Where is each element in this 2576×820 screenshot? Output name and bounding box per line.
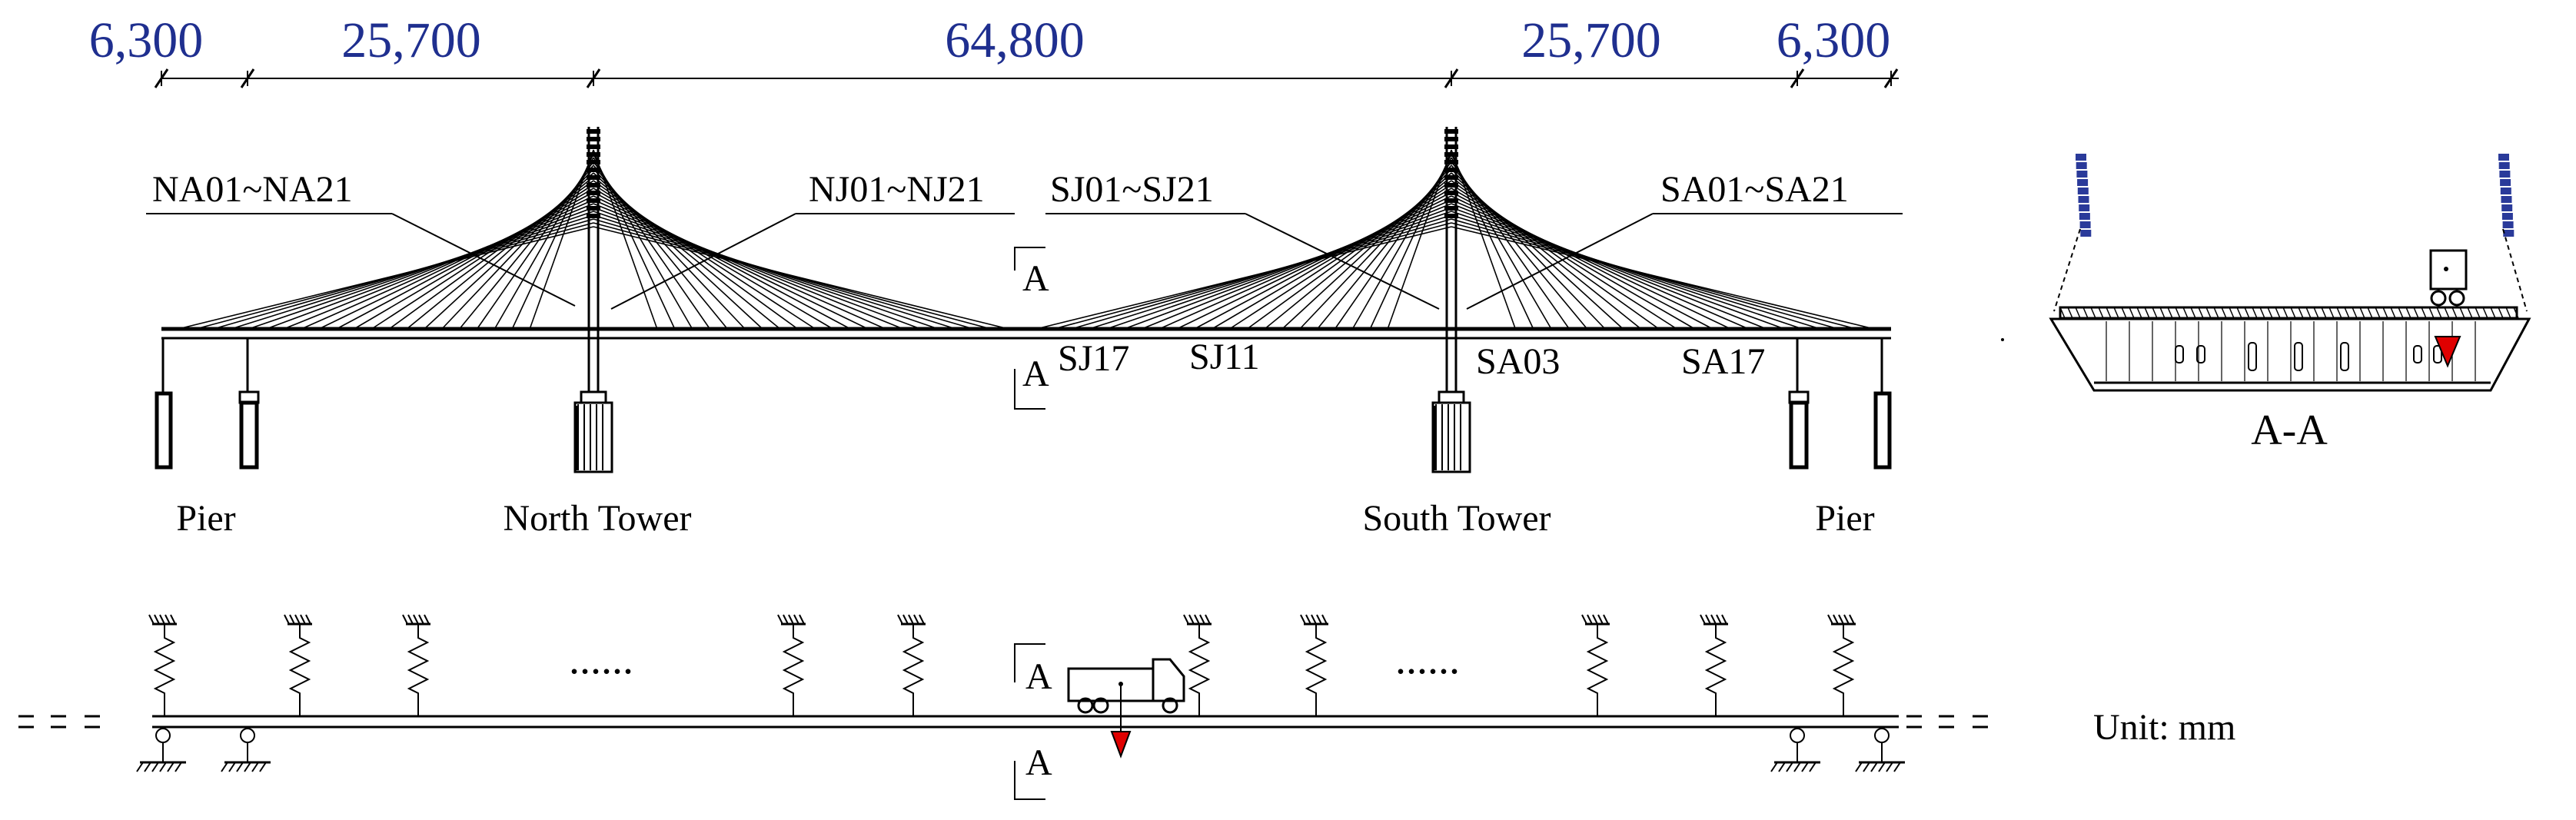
spring-1 <box>148 614 177 716</box>
label-sj17: SJ17 <box>1058 338 1129 379</box>
spring-5 <box>897 614 926 716</box>
unit-note: Unit: mm <box>2093 707 2235 748</box>
section-vehicle <box>2429 249 2468 290</box>
dim-span-1: 6,300 <box>89 12 204 68</box>
spring-9 <box>1700 614 1728 716</box>
label-south-tower: South Tower <box>1362 498 1551 539</box>
dimension-line <box>154 68 1899 88</box>
spring-2 <box>284 614 312 716</box>
south-tower <box>1431 127 1471 473</box>
label-na-cables: NA01~NA21 <box>152 169 353 210</box>
model-supports <box>136 728 1905 772</box>
north-tower <box>573 127 613 473</box>
model-beam <box>18 715 1988 729</box>
section-mark-top-lower <box>1014 369 1045 410</box>
support-4 <box>1855 728 1905 772</box>
label-leaders <box>146 213 1903 310</box>
support-3 <box>1770 728 1820 772</box>
model-load-marker <box>1110 731 1132 759</box>
ellipsis-right: ...... <box>1395 636 1460 683</box>
deck <box>161 327 1891 340</box>
label-pier-left: Pier <box>176 498 235 539</box>
section-letter-bottom-upper: A <box>1025 656 1052 697</box>
section-letter-top-lower: A <box>1022 354 1049 394</box>
dim-span-2: 25,700 <box>341 12 481 68</box>
spring-4 <box>777 614 806 716</box>
dim-span-5: 6,300 <box>1777 12 1891 68</box>
model-vehicle <box>1067 658 1185 759</box>
section-mark-bottom-upper <box>1014 643 1045 682</box>
section-letter-top-upper: A <box>1022 258 1049 299</box>
cross-section <box>2001 154 2531 392</box>
section-mark-top-upper <box>1014 247 1045 271</box>
piers-right <box>1788 338 1892 470</box>
section-mark-bottom-lower <box>1014 761 1045 800</box>
label-pier-right: Pier <box>1815 498 1874 539</box>
label-nj-cables: NJ01~NJ21 <box>809 169 985 210</box>
section-letter-bottom-lower: A <box>1025 742 1052 783</box>
support-1 <box>136 728 186 772</box>
label-north-tower: North Tower <box>503 498 691 539</box>
label-sa17: SA17 <box>1681 341 1765 382</box>
label-sj11: SJ11 <box>1189 337 1260 377</box>
label-sa-cables: SA01~SA21 <box>1660 169 1849 210</box>
spring-8 <box>1581 614 1610 716</box>
model-springs <box>148 614 1856 716</box>
label-sj-cables: SJ01~SJ21 <box>1050 169 1214 210</box>
support-2 <box>221 728 271 772</box>
label-sa03: SA03 <box>1476 341 1560 382</box>
cables-north <box>178 149 1009 330</box>
section-title: A-A <box>2251 407 2328 454</box>
spring-6 <box>1183 614 1212 716</box>
spring-3 <box>402 614 430 716</box>
section-load-marker <box>2434 336 2461 368</box>
spring-7 <box>1300 614 1328 716</box>
cable-blocks-right <box>2498 154 2515 237</box>
cable-blocks-left <box>2076 154 2092 237</box>
cables-south <box>1035 149 1875 330</box>
ellipsis-left: ...... <box>569 636 633 683</box>
dim-span-3: 64,800 <box>945 12 1085 68</box>
dim-span-4: 25,700 <box>1521 12 1661 68</box>
spring-10 <box>1827 614 1856 716</box>
piers-left <box>155 338 260 470</box>
